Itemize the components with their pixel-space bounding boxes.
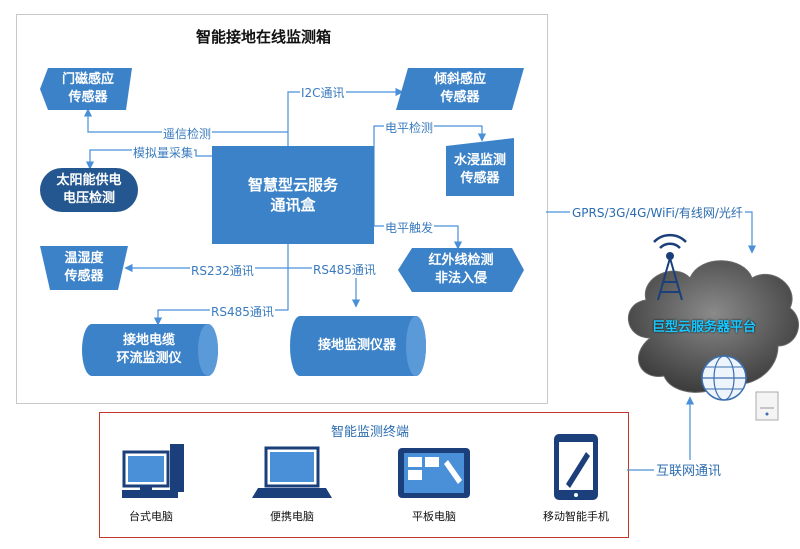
edge-tilt-sensor xyxy=(287,87,404,132)
device-label-tablet: 平板电脑 xyxy=(412,510,456,523)
terminal-title: 智能监测终端 xyxy=(330,425,409,440)
tablet-icon xyxy=(398,448,470,498)
edge-label-rs485-a: RS485通讯 xyxy=(312,261,377,278)
solar-shape xyxy=(40,168,138,212)
edge-solar xyxy=(85,149,212,170)
edge-label-level-check: 电平检测 xyxy=(384,119,435,136)
cloud-icon xyxy=(628,260,799,393)
phone-icon xyxy=(554,434,598,500)
network-label: GPRS/3G/4G/WiFi/有线网/光纤 xyxy=(570,204,745,221)
internet-label: 互联网通讯 xyxy=(654,460,724,479)
edge-label-remote-check: 遥信检测 xyxy=(162,125,213,142)
edge-label-rs485-b: RS485通讯 xyxy=(210,303,275,320)
cable-shape xyxy=(82,324,218,376)
door-sensor-shape xyxy=(40,68,132,110)
edge-label-rs232: RS232通讯 xyxy=(190,262,255,279)
radio-tower-icon xyxy=(653,233,687,301)
device-label-desktop: 台式电脑 xyxy=(129,510,173,523)
device-label-laptop: 便携电脑 xyxy=(270,510,314,523)
terminal-container xyxy=(99,412,629,538)
flood-shape xyxy=(446,138,514,196)
server-icon xyxy=(755,391,779,421)
infrared-shape xyxy=(398,248,524,292)
edge-label-i2c: I2C通讯 xyxy=(300,84,346,101)
laptop-icon xyxy=(252,446,332,498)
device-label-phone: 移动智能手机 xyxy=(543,510,609,523)
cloud-label: 巨型云服务器平台 xyxy=(652,320,757,335)
desktop-icon xyxy=(122,444,184,498)
tilt-sensor-shape xyxy=(396,68,524,110)
edge-label-level-trigger: 电平触发 xyxy=(384,219,435,236)
ground-meter-shape xyxy=(290,316,426,376)
edge-label-analog: 模拟量采集 xyxy=(132,144,195,161)
main-title: 智能接地在线监测箱 xyxy=(196,28,332,46)
center-node-shape xyxy=(212,146,374,244)
temp-hum-shape xyxy=(40,246,128,290)
edge-infrared xyxy=(373,185,463,250)
globe-icon xyxy=(701,355,747,401)
